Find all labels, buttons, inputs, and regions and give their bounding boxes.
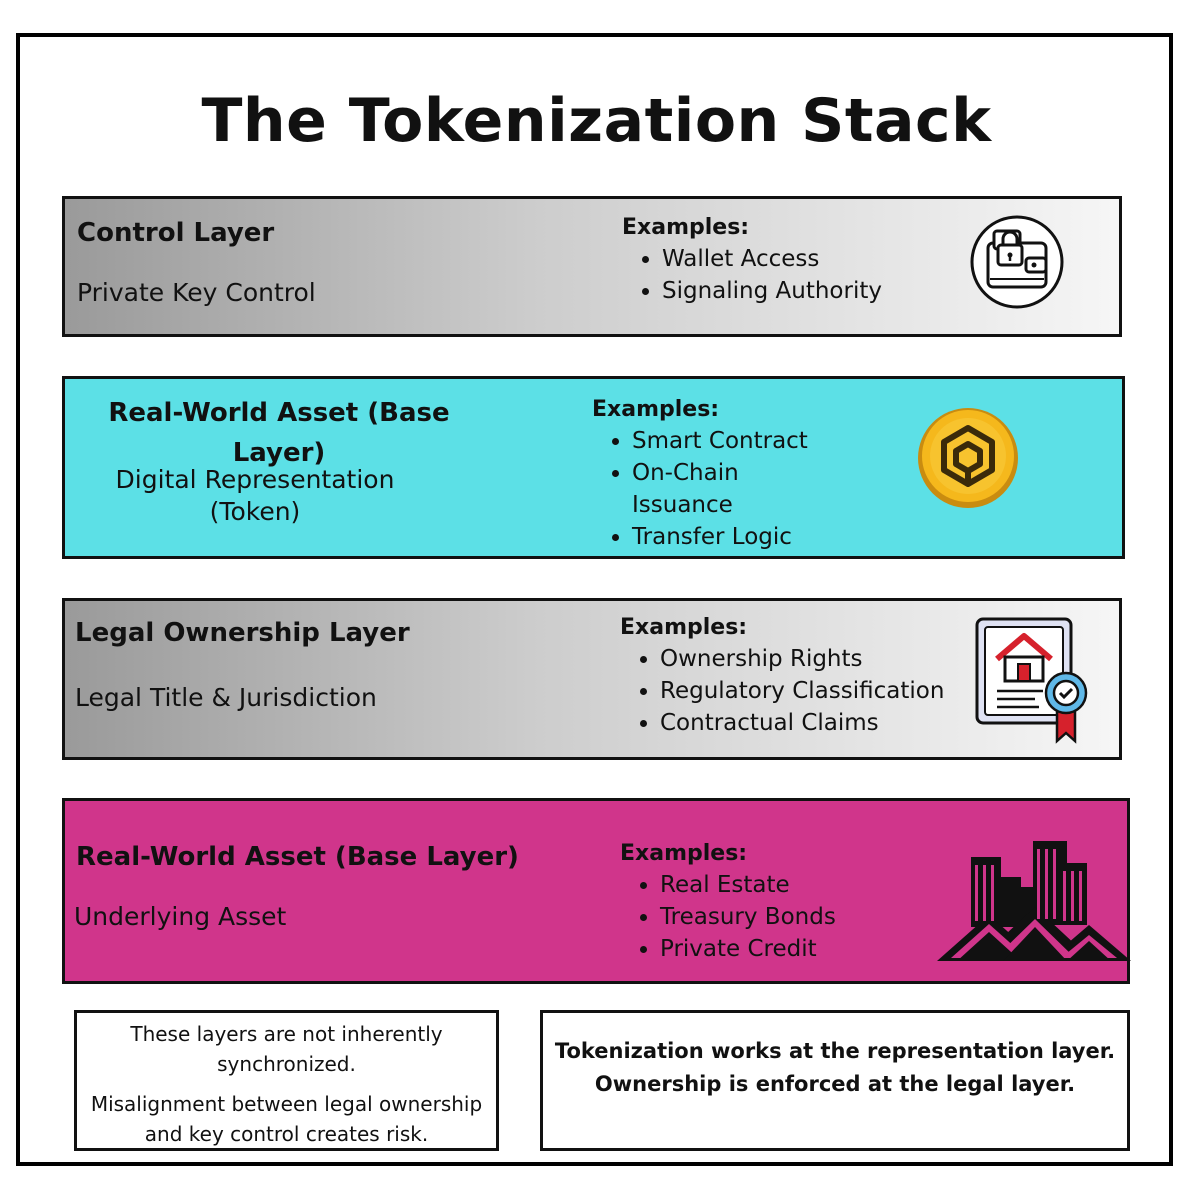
examples-block: Examples: Wallet Access Signaling Author… (622, 213, 882, 307)
bnb-coin-icon (918, 408, 1018, 508)
example-item: Signaling Authority (662, 275, 882, 307)
examples-list: Wallet Access Signaling Authority (622, 243, 882, 307)
layer-subtitle: Legal Title & Jurisdiction (75, 683, 377, 712)
examples-block: Examples: Ownership Rights Regulatory Cl… (620, 613, 944, 739)
underlying-asset-layer: Real-World Asset (Base Layer) Underlying… (62, 798, 1131, 984)
takeaway-line2: Ownership is enforced at the legal layer… (594, 1072, 1076, 1096)
token-layer: Real-World Asset (Base Layer) Digital Re… (62, 376, 1125, 559)
examples-heading: Examples: (622, 215, 750, 240)
example-item: On-Chain Issuance (632, 457, 812, 521)
layer-title: Real-World Asset (Base Layer) (76, 842, 519, 872)
risk-note: These layers are not inherently synchron… (74, 1010, 499, 1151)
example-item: Real Estate (660, 869, 836, 901)
example-item: Wallet Access (662, 243, 882, 275)
example-item: Transfer Logic (632, 521, 812, 553)
example-item: Regulatory Classification (660, 675, 944, 707)
examples-block: Examples: Real Estate Treasury Bonds Pri… (620, 839, 836, 965)
risk-note-line2: Misalignment between legal ownership and… (90, 1092, 483, 1146)
example-item: Contractual Claims (660, 707, 944, 739)
example-item: Ownership Rights (660, 643, 944, 675)
examples-block: Examples: Smart Contract On-Chain Issuan… (592, 395, 812, 553)
page-title: The Tokenization Stack (201, 86, 992, 156)
examples-heading: Examples: (620, 841, 748, 866)
examples-list: Ownership Rights Regulatory Classificati… (620, 643, 944, 739)
takeaway-line1: Tokenization works at the representation… (554, 1039, 1116, 1063)
layer-title: Control Layer (77, 218, 275, 248)
control-layer: Control Layer Private Key Control Exampl… (62, 196, 1122, 337)
examples-heading: Examples: (592, 397, 720, 422)
risk-note-line1: These layers are not inherently synchron… (130, 1022, 443, 1076)
examples-list: Smart Contract On-Chain Issuance Transfe… (592, 425, 812, 553)
layer-title: Legal Ownership Layer (75, 618, 410, 648)
layer-subtitle: Private Key Control (77, 278, 316, 307)
key-takeaway-note: Tokenization works at the representation… (540, 1010, 1130, 1151)
examples-list: Real Estate Treasury Bonds Private Credi… (620, 869, 836, 965)
examples-heading: Examples: (620, 615, 748, 640)
example-item: Private Credit (660, 933, 836, 965)
outer-frame (16, 33, 1173, 1166)
wallet-lock-icon (970, 215, 1064, 309)
layer-subtitle: Underlying Asset (74, 902, 287, 931)
layer-title: Real-World Asset (Base Layer) (108, 398, 450, 468)
property-certificate-icon (975, 617, 1088, 744)
city-buildings-icon (937, 841, 1131, 961)
legal-ownership-layer: Legal Ownership Layer Legal Title & Juri… (62, 598, 1122, 760)
example-item: Smart Contract (632, 425, 812, 457)
example-item: Treasury Bonds (660, 901, 836, 933)
layer-subtitle: Digital Representation (Token) (115, 465, 395, 526)
